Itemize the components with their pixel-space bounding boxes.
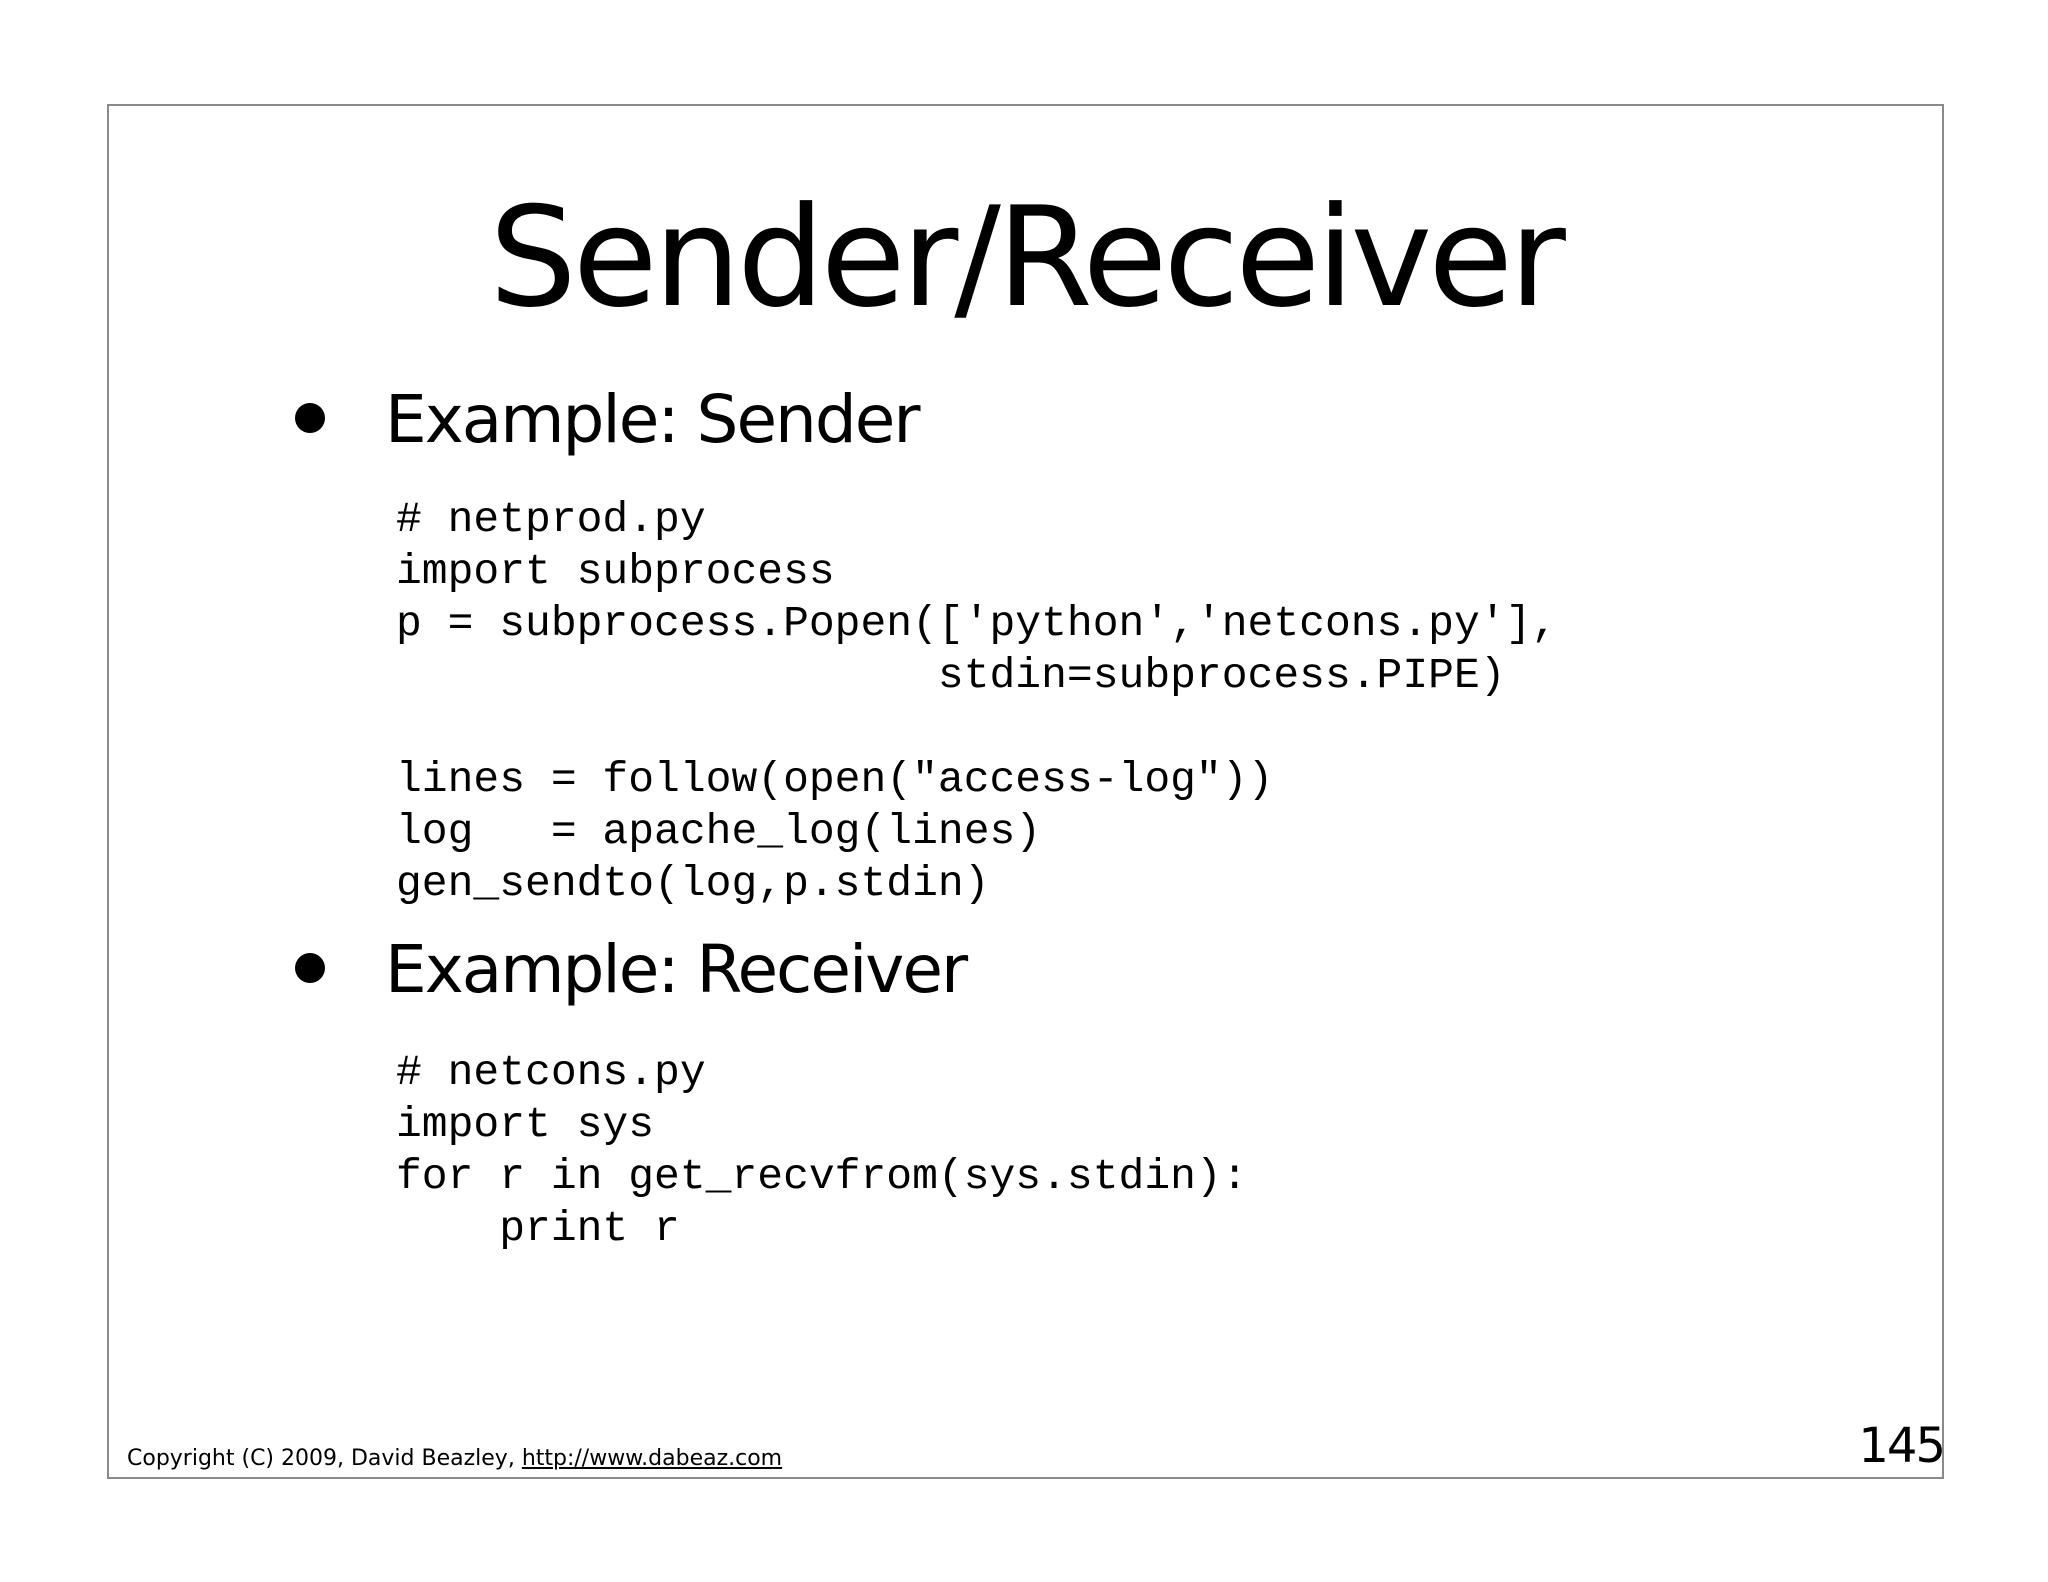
page-number: 145 [1858,1418,1946,1474]
bullet-dot-icon [295,952,325,983]
slide-frame [107,104,1944,1479]
code-block-receiver: # netcons.py import sys for r in get_rec… [396,1048,1248,1253]
website-link[interactable]: http://www.dabeaz.com [521,1446,783,1471]
bullet-receiver-label: Example: Receiver [385,931,968,1008]
bullet-receiver: Example: Receiver [295,930,968,1010]
bullet-sender: Example: Sender [295,380,921,460]
footer-copyright: Copyright (C) 2009, David Beazley, http:… [127,1446,782,1472]
copyright-text: Copyright (C) 2009, David Beazley, [127,1446,522,1471]
code-block-sender: # netprod.py import subprocess p = subpr… [396,495,1558,908]
slide-title: Sender/Receiver [489,177,1566,338]
bullet-sender-label: Example: Sender [385,381,921,458]
bullet-dot-icon [295,402,325,433]
